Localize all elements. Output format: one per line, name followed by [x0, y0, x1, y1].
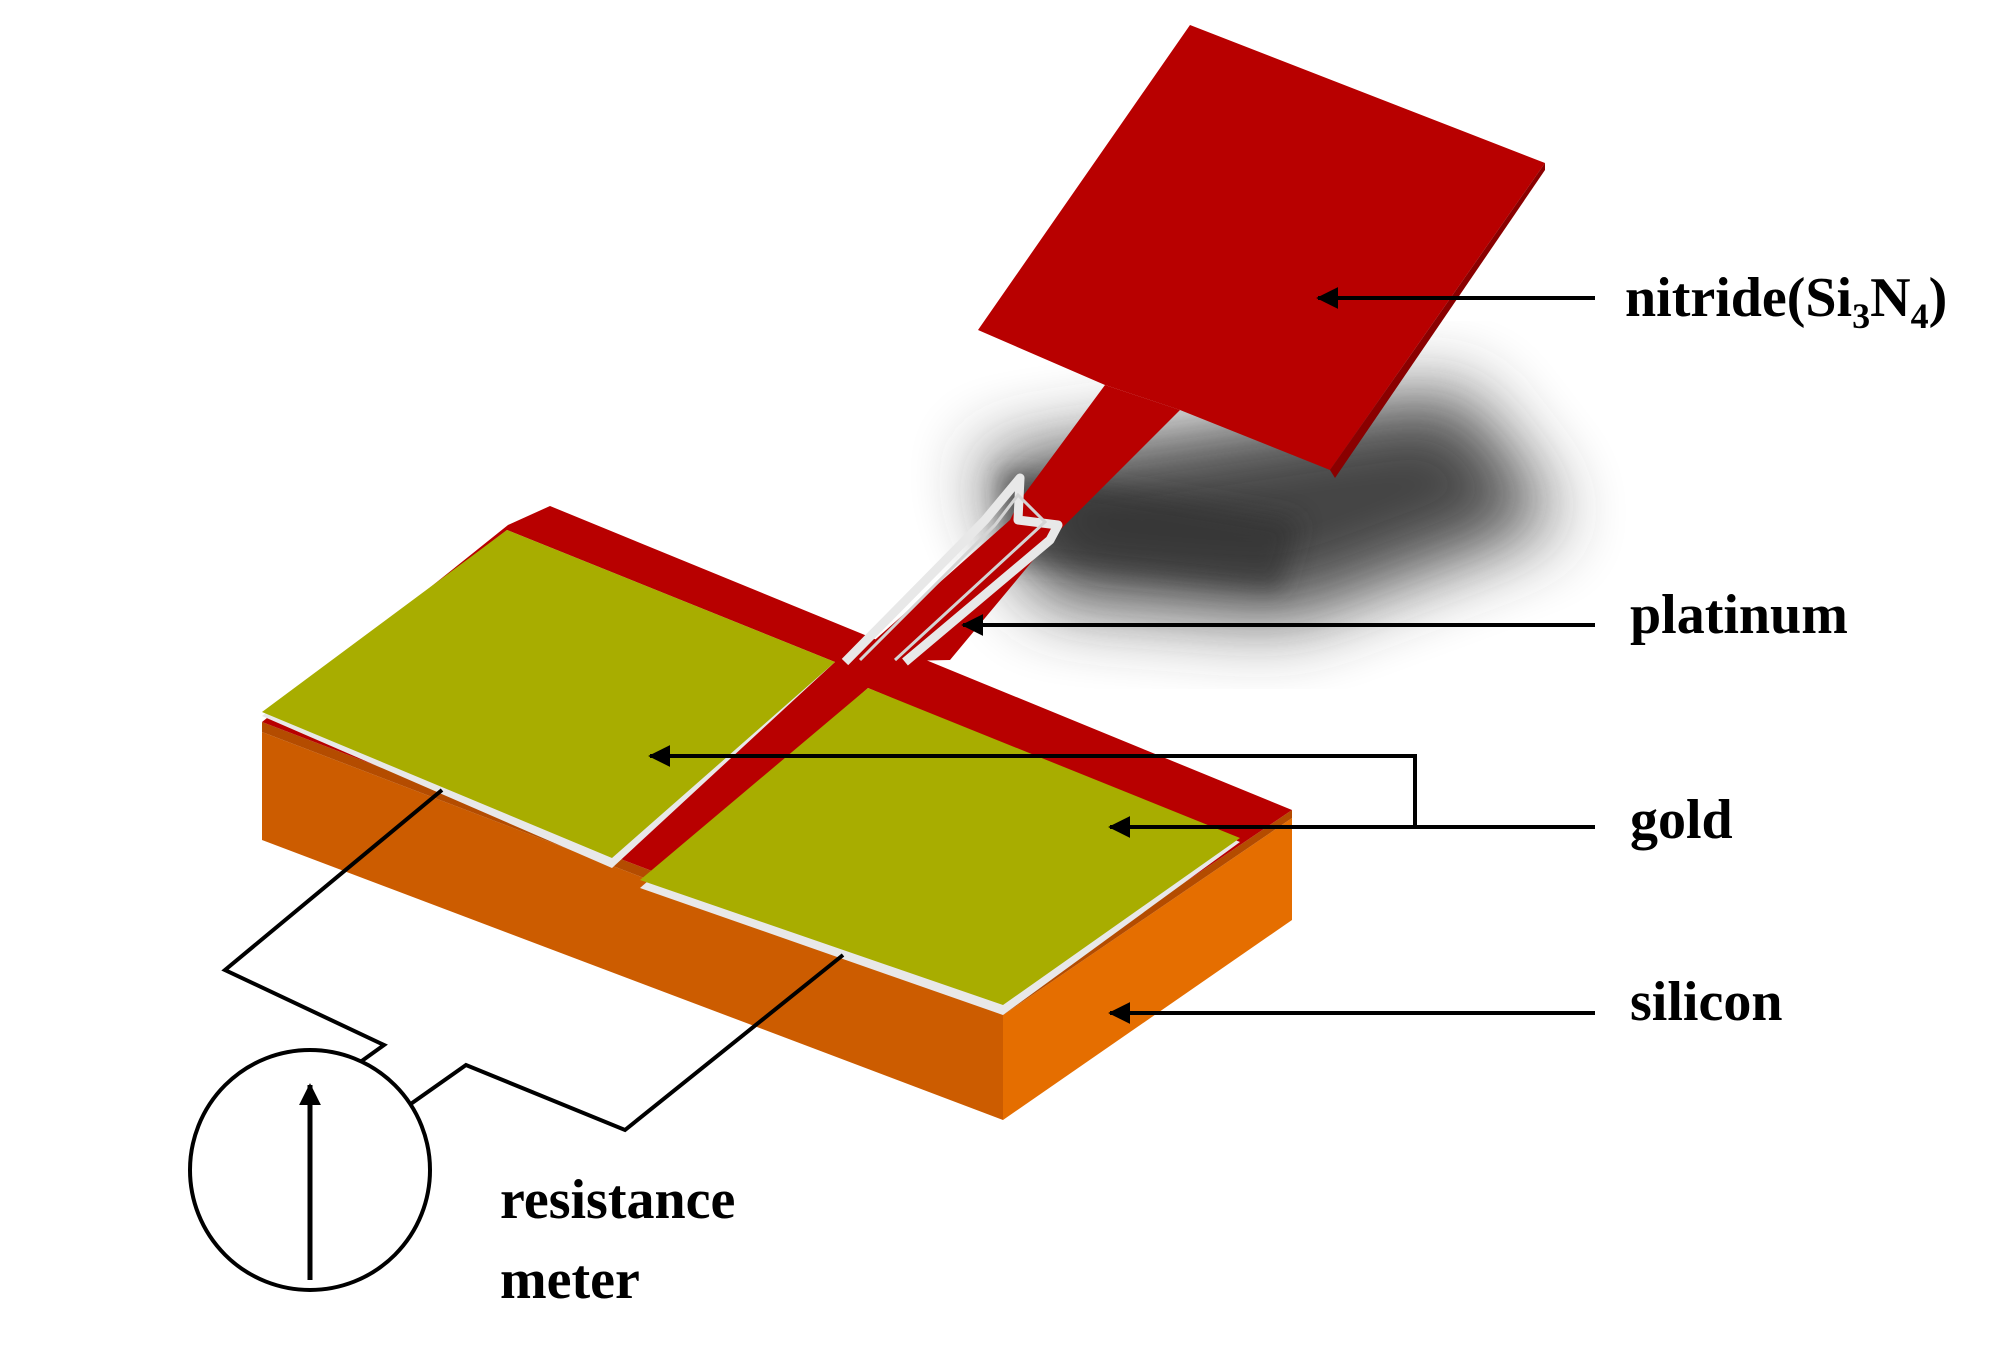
gold-leader-bracket	[648, 745, 1595, 829]
callout-lines	[648, 287, 1595, 1024]
wire-left	[221, 788, 444, 1070]
silicon-front-face	[262, 732, 1003, 1120]
nitride-label: nitride(Si3N4)	[1625, 267, 1947, 336]
nitride-paddle-edge	[1330, 163, 1545, 478]
nitride-paddle	[978, 25, 1545, 470]
platinum-label: platinum	[1630, 584, 1848, 646]
gold-label: gold	[1630, 789, 1733, 851]
gold-pad-left	[262, 530, 835, 858]
gold-electrodes	[262, 530, 1240, 1015]
meter-label-line2: meter	[500, 1249, 640, 1311]
silicon-label: silicon	[1630, 971, 1782, 1033]
silicon-substrate	[262, 722, 1292, 1120]
platinum-resistor	[841, 473, 1063, 666]
silicon-side-face	[1003, 818, 1292, 1120]
resistance-meter-icon	[188, 1048, 432, 1292]
gold-pad-right	[640, 688, 1240, 1005]
meter-label-line1: resistance	[500, 1169, 735, 1231]
meter-wiring	[221, 788, 845, 1133]
wire-right	[403, 953, 845, 1133]
nitride-beam	[850, 385, 1180, 662]
